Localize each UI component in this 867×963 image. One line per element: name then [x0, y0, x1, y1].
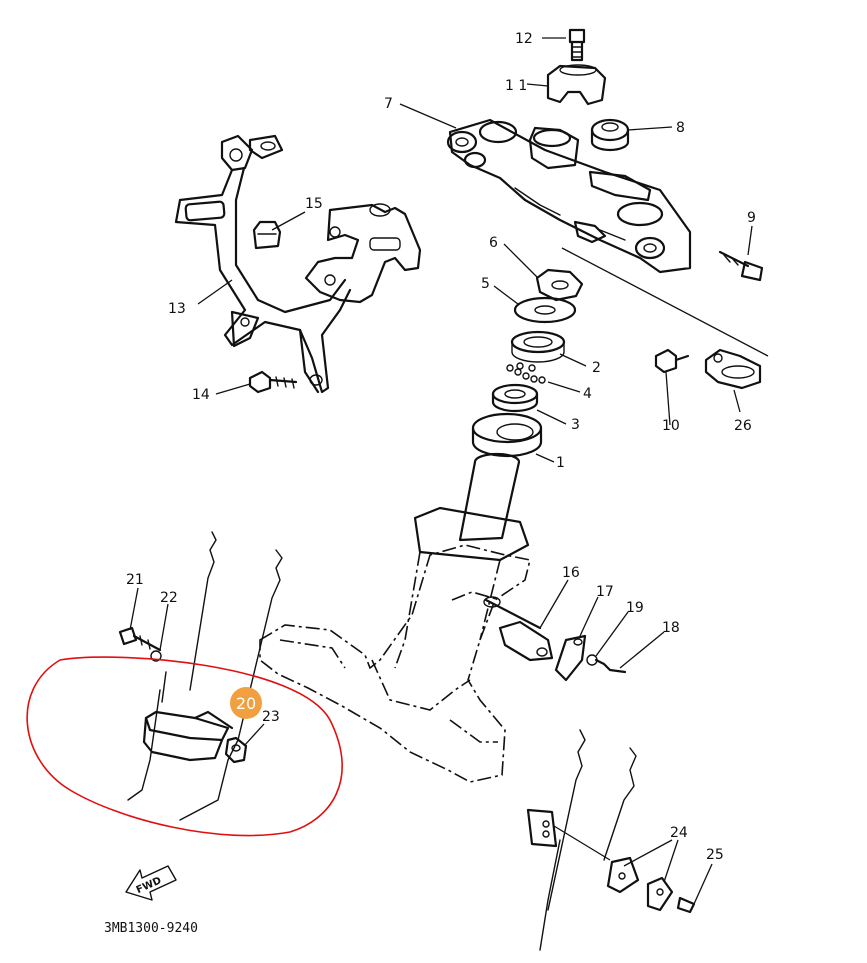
steering-lock	[483, 596, 627, 682]
highlight-circle	[26, 656, 343, 837]
steering-stem	[259, 452, 531, 783]
headlight-stay	[174, 134, 352, 394]
catalog-code: 3MB1300-9240	[104, 921, 198, 936]
part-label-14: 14	[192, 387, 210, 403]
part-label-22: 22	[160, 590, 178, 606]
fork-tubes-left	[127, 531, 283, 821]
upper-bracket	[446, 118, 692, 274]
part-label-8: 8	[676, 120, 685, 136]
part-label-11: 1 1	[505, 78, 527, 94]
pinch-bolt	[718, 250, 764, 282]
stay-bolt	[248, 370, 298, 394]
part-label-26: 26	[734, 418, 752, 434]
part-label-21: 21	[126, 572, 144, 588]
part-label-1: 1	[556, 455, 565, 471]
part-label-19: 19	[626, 600, 644, 616]
bearing-stack	[471, 268, 584, 458]
guide-assembly	[654, 348, 762, 390]
leader-lines	[129, 37, 769, 905]
part-label-15: 15	[305, 196, 323, 212]
part-label-7: 7	[384, 96, 393, 112]
handlebar-holder	[546, 28, 607, 106]
part-label-10: 10	[662, 418, 680, 434]
part-label-25: 25	[706, 847, 724, 863]
part-label-13: 13	[168, 301, 186, 317]
part-labels: 1 2 3 4 5 6 7 8 9 10 1 1 12 13 14 15 16 …	[126, 31, 756, 863]
part-label-17: 17	[596, 584, 614, 600]
part-label-16: 16	[562, 565, 580, 581]
highlight-badge	[230, 687, 262, 719]
fork-tubes-right	[539, 729, 637, 951]
ball-bearings	[506, 362, 546, 384]
fwd-label: FWD	[135, 875, 163, 896]
guide-bolt	[118, 626, 162, 662]
part-label-18: 18	[662, 620, 680, 636]
highlight-badge-label: 20	[236, 694, 256, 713]
part-label-23: 23	[262, 709, 280, 725]
damper-and-bracket	[252, 203, 422, 304]
part-label-3: 3	[571, 417, 580, 433]
part-label-12: 12	[515, 31, 533, 47]
fwd-arrow-icon: FWD	[125, 865, 177, 901]
part-label-24: 24	[670, 825, 688, 841]
lower-brackets	[526, 808, 696, 914]
part-label-5: 5	[481, 276, 490, 292]
cable-guide	[142, 710, 248, 764]
part-label-9: 9	[747, 210, 756, 226]
part-label-4: 4	[583, 386, 592, 402]
part-label-2: 2	[592, 360, 601, 376]
part-label-6: 6	[489, 235, 498, 251]
steering-stem-nut	[590, 118, 630, 152]
